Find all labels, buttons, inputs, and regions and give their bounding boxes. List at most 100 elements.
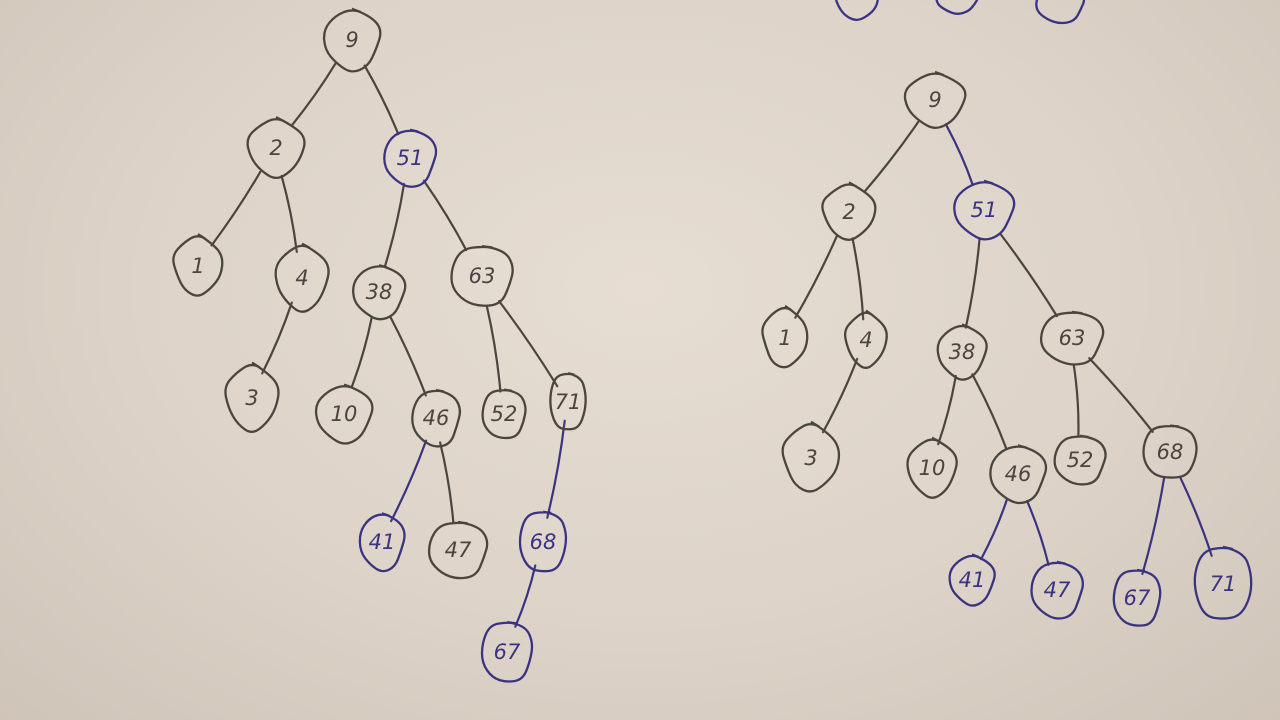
- edge-m63-m52: [1072, 363, 1080, 437]
- node-outline: [314, 383, 374, 445]
- node-outline: [903, 70, 967, 129]
- node-outline: [224, 361, 280, 433]
- tree-node-67: 67: [1112, 568, 1162, 627]
- node-value: 52: [491, 402, 518, 426]
- edge-m2-m4: [851, 237, 865, 321]
- tree-node-68: 68: [1142, 424, 1198, 479]
- node-value: 4: [295, 266, 308, 290]
- node-outline: [549, 372, 587, 431]
- edge-m2-m1: [794, 234, 839, 319]
- node-value: 2: [842, 200, 855, 224]
- node-value: 3: [245, 386, 258, 410]
- edge-n68-n67: [514, 564, 537, 628]
- tree-node-67: 67: [480, 620, 534, 683]
- edge-m63-m68: [1088, 357, 1154, 433]
- node-outline: [480, 620, 534, 683]
- node-outline: [383, 128, 438, 188]
- tree-node-1: 1: [172, 233, 224, 297]
- edge-n63-n71: [498, 300, 559, 388]
- tree-node-63: 63: [450, 245, 514, 307]
- edge-n9-n2: [291, 62, 337, 126]
- tree-node-4: 4: [274, 242, 330, 313]
- node-value: 9: [345, 28, 358, 52]
- tree-node-46: 46: [989, 444, 1048, 505]
- edge-n2-n4: [280, 174, 298, 253]
- tree-node-2: 2: [246, 116, 306, 179]
- node-outline: [450, 245, 514, 307]
- node-outline: [1112, 568, 1162, 627]
- node-outline: [427, 520, 489, 580]
- edge-m51-m63: [999, 232, 1058, 318]
- node-value: 9: [928, 88, 941, 112]
- tree-node-47: 47: [427, 520, 489, 580]
- tree-node-47: 47: [1030, 560, 1084, 620]
- node-outline: [274, 242, 330, 313]
- node-value: 52: [1067, 448, 1094, 472]
- node-outline: [358, 512, 406, 573]
- tree-edges: [210, 62, 566, 628]
- tree-node-51: 51: [383, 128, 438, 188]
- node-outline: [843, 309, 888, 369]
- node-value: 38: [949, 340, 976, 364]
- tree-node-52: 52: [481, 388, 527, 440]
- node-value: 3: [804, 446, 817, 470]
- node-outline: [761, 304, 809, 369]
- node-value: 10: [331, 402, 358, 426]
- edge-m9-m2: [864, 120, 920, 192]
- node-outline: [246, 116, 306, 179]
- tree-node-63: 63: [1039, 310, 1105, 366]
- node-value: 47: [1044, 578, 1071, 602]
- cropped-top-nodes: [835, 0, 1086, 25]
- node-value: 4: [859, 328, 872, 352]
- tree-node-41: 41: [358, 512, 406, 573]
- tree-node-10: 10: [314, 383, 374, 445]
- tree-node-41: 41: [948, 553, 996, 607]
- node-outline: [821, 181, 877, 241]
- edge-m38-m10: [937, 374, 957, 446]
- edge-n46-n47: [439, 441, 455, 523]
- bst-before-rotation: 9 2 51 1 4 3 38 63 10 46 52 71 41 47 68 67: [172, 7, 587, 683]
- node-value: 1: [778, 326, 791, 350]
- edge-n4-n3: [261, 301, 293, 375]
- node-value: 41: [959, 568, 986, 592]
- edge-m4-m3: [821, 357, 859, 434]
- tree-node-38: 38: [936, 323, 988, 381]
- edge-n38-n46: [388, 315, 427, 397]
- node-value: 46: [423, 406, 450, 430]
- node-value: 1: [191, 254, 204, 278]
- node-outline: [1142, 424, 1198, 479]
- edge-n38-n10: [350, 316, 373, 388]
- tree-node-68: 68: [518, 510, 568, 573]
- node-value: 10: [919, 456, 946, 480]
- tree-node-4: 4: [843, 309, 888, 369]
- tree-node-38: 38: [352, 264, 407, 321]
- tree-nodes: 9 2 51 1 4 3 38 63 10 46 52 71 41 47 68 67: [172, 7, 587, 683]
- edge-n71-n68: [546, 419, 566, 519]
- edge-n9-n51: [363, 64, 400, 136]
- node-outline: [481, 388, 527, 440]
- edge-n51-n38: [383, 182, 406, 268]
- node-value: 38: [366, 280, 393, 304]
- edge-m46-m41: [980, 499, 1008, 561]
- tree-edges: [794, 120, 1213, 575]
- tree-node-9: 9: [322, 7, 382, 73]
- edge-n2-n1: [210, 170, 262, 247]
- edge-n63-n52: [485, 304, 502, 393]
- node-outline: [1193, 545, 1253, 620]
- tree-node-46: 46: [411, 388, 462, 448]
- tree-node-71: 71: [1193, 545, 1253, 620]
- node-outline: [411, 388, 462, 448]
- node-outline: [953, 179, 1016, 241]
- node-outline: [172, 233, 224, 297]
- node-outline: [906, 436, 958, 499]
- tree-node-3: 3: [781, 420, 841, 493]
- node-outline: [322, 7, 382, 73]
- cropped-node-outline-1: [835, 0, 879, 22]
- edge-m68-m71: [1178, 475, 1213, 557]
- node-value: 71: [1210, 572, 1237, 596]
- tree-node-71: 71: [549, 372, 587, 431]
- cropped-node-outline-2: [935, 0, 979, 15]
- cropped-node-outline-3: [1035, 0, 1086, 25]
